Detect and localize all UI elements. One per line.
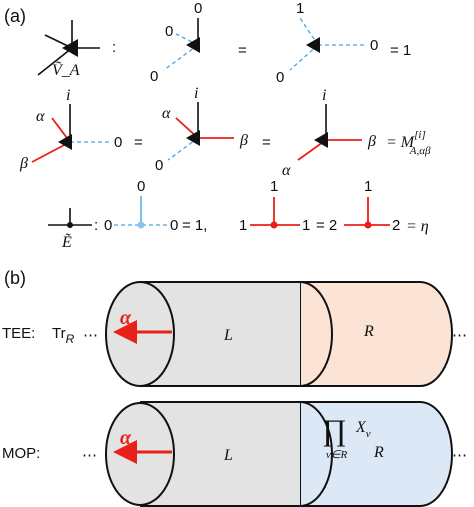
r1t1-left: 0 <box>165 23 173 40</box>
edge-red-2 <box>344 197 390 229</box>
red1-top: 1 <box>270 178 278 195</box>
r1t2-right: 0 <box>370 37 378 54</box>
r1t1-bottomleft: 0 <box>150 68 158 85</box>
r1-eq2: = 1 <box>390 42 411 59</box>
edge-red-1 <box>250 197 300 229</box>
r2t1-lowerleft: β <box>19 155 28 172</box>
row3-colon: : <box>94 217 98 234</box>
row2-result: = M[i] A,αβ <box>386 129 431 157</box>
tensor-vertex-one <box>289 17 365 71</box>
r2t2-top: i <box>194 85 198 102</box>
r2t1-right: 0 <box>114 134 122 151</box>
r1t2-top: 1 <box>296 0 304 17</box>
edge-symbol <box>48 208 92 228</box>
tee-dots-right: ⋯ <box>452 327 467 344</box>
row2-result-sup: [i] <box>414 129 426 141</box>
vertex-label: Ṽ_A <box>52 60 80 79</box>
row3-result: = η <box>406 218 429 235</box>
panel-b-label: (b) <box>4 268 26 288</box>
row2-result-sub: A,αβ <box>409 145 431 157</box>
tensor-row2-a <box>31 104 110 163</box>
row2-result-main: = M <box>386 134 416 151</box>
tee-trace: TrR <box>52 325 75 346</box>
edge-blue <box>114 196 168 229</box>
tee-cylinder <box>105 281 453 387</box>
mop-row-label: MOP: <box>2 445 40 462</box>
blue-top: 0 <box>137 178 145 195</box>
blue-result: = 1, <box>182 217 207 234</box>
mop-product-term-sub: v <box>366 428 371 440</box>
r2t2-lowerleft: 0 <box>155 157 163 174</box>
tee-left-region: L <box>223 327 233 344</box>
mop-product-term-main: X <box>355 419 367 436</box>
r2-eq1: = <box>134 134 143 151</box>
mop-dots-left: ⋯ <box>82 447 97 464</box>
tee-alpha: α <box>120 307 132 329</box>
tee-trace-main: Tr <box>52 325 66 342</box>
red1-left: 1 <box>239 217 247 234</box>
mop-right-region: R <box>373 444 384 461</box>
mop-product-sub: v∈R <box>326 449 347 461</box>
r1t2-bottomleft: 0 <box>276 69 284 86</box>
tensor-row2-b <box>167 102 234 161</box>
mop-left-region: L <box>223 447 233 464</box>
r2t2-upperleft: α <box>162 105 171 122</box>
mop-product-symbol: ∏ <box>322 414 347 447</box>
mop-cylinder <box>105 401 453 507</box>
row1-colon: : <box>112 39 116 56</box>
red1-right: 1 <box>302 217 310 234</box>
blue-right: 0 <box>170 217 178 234</box>
r2t2-right: β <box>239 132 248 149</box>
r2-eq2: = <box>262 134 271 151</box>
r1t1-top: 0 <box>194 0 202 17</box>
blue-left: 0 <box>104 217 112 234</box>
r1-eq1: = <box>238 42 247 59</box>
r2t3-lowerleft: α <box>282 162 291 179</box>
r2t3-right: β <box>367 133 376 150</box>
row3-eq-mid: = 2 <box>316 217 337 234</box>
tensor-vertex-zeros <box>163 18 200 71</box>
tee-row-label: TEE: <box>2 325 35 342</box>
tee-dots-left: ⋯ <box>83 327 98 344</box>
tee-trace-sub: R <box>66 332 75 346</box>
tensor-row2-c <box>297 104 362 161</box>
r2t1-upperleft: α <box>36 108 45 125</box>
mop-alpha: α <box>120 427 132 449</box>
r2t1-top: i <box>66 87 70 104</box>
panel-a-label: (a) <box>4 6 26 26</box>
edge-label: Ẽ <box>61 233 72 251</box>
vertex-symbol <box>37 20 100 76</box>
mop-product-term: Xv <box>355 419 371 440</box>
mop-dots-right: ⋯ <box>452 447 467 464</box>
tee-right-region: R <box>363 323 374 340</box>
red2-top: 1 <box>364 178 372 195</box>
r2t3-top: i <box>322 87 326 104</box>
red2-right: 2 <box>392 217 400 234</box>
